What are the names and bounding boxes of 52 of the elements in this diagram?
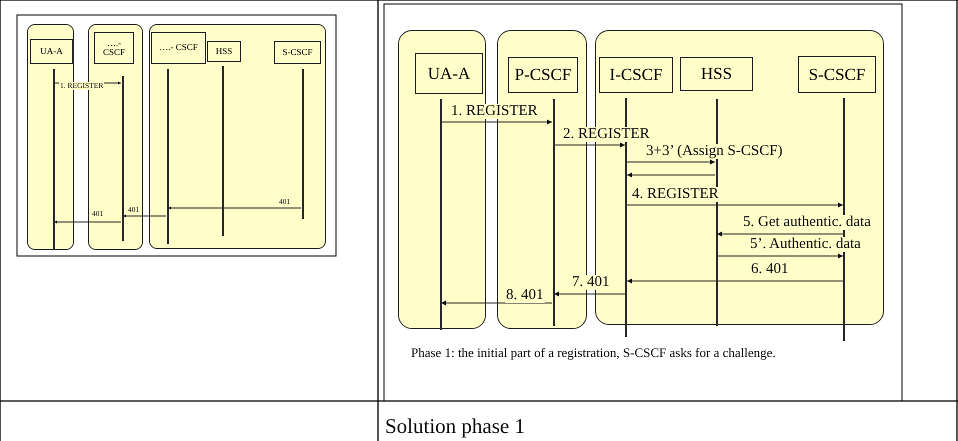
edge-label: 3+3’ (Assign S-CSCF) xyxy=(645,144,784,159)
participant-name: I-CSCF xyxy=(610,66,662,84)
edge-label: 4. REGISTER xyxy=(631,187,720,202)
lifeline xyxy=(716,99,718,326)
lifeline xyxy=(553,99,555,326)
message-arrow xyxy=(626,278,844,284)
swimlane-band xyxy=(149,24,326,249)
message-arrow xyxy=(626,172,716,178)
edge-label: 2. REGISTER xyxy=(562,127,651,142)
message-arrow xyxy=(626,160,716,164)
participant-name: ….- CSCF xyxy=(159,43,198,53)
message-arrow xyxy=(716,254,844,258)
edge-label: 8. 401 xyxy=(505,288,544,303)
edge-label: 7. 401 xyxy=(571,275,610,290)
participant-name: S-CSCF xyxy=(282,48,313,58)
message-arrow xyxy=(54,220,122,224)
lifeline xyxy=(122,76,124,241)
participant-name: HSS xyxy=(700,65,732,83)
message-arrow xyxy=(122,214,166,218)
message-arrow xyxy=(626,202,844,208)
lifeline xyxy=(167,69,169,244)
participant-box xyxy=(274,41,321,64)
lifeline xyxy=(53,69,55,249)
participant-name: HSS xyxy=(216,46,232,56)
participant-box xyxy=(599,57,673,93)
participant-box xyxy=(30,39,73,64)
edge-label: 1. REGISTER xyxy=(450,104,539,119)
participant-name: ….- CSCF xyxy=(102,38,126,58)
message-arrow xyxy=(554,292,626,296)
participant-name: UA-A xyxy=(428,64,470,82)
participant-box xyxy=(94,32,134,64)
participant-box xyxy=(680,57,753,91)
message-arrow xyxy=(554,142,626,148)
participant-box xyxy=(207,41,241,62)
lifeline xyxy=(440,99,442,330)
participant-name: S-CSCF xyxy=(808,66,866,84)
participant-box xyxy=(415,53,483,94)
message-arrow xyxy=(168,206,302,210)
message-arrow xyxy=(716,232,844,236)
cell-text: Solution phase 1 xyxy=(385,414,526,439)
edge-label: 5. Get authentic. data xyxy=(742,215,872,230)
participant-box xyxy=(798,56,876,93)
lifeline xyxy=(302,69,304,219)
lifeline xyxy=(222,66,224,236)
participant-box xyxy=(508,57,578,93)
message-arrow xyxy=(440,300,552,306)
edge-label: 5’. Authentic. data xyxy=(749,237,862,252)
participant-name: P-CSCF xyxy=(514,66,572,84)
message-arrow xyxy=(440,120,552,124)
participant-box xyxy=(151,32,206,64)
participant-name: UA-A xyxy=(40,46,63,56)
figure-caption: Phase 1: the initial part of a registration, S-CSCF asks for a challenge. xyxy=(411,345,777,361)
